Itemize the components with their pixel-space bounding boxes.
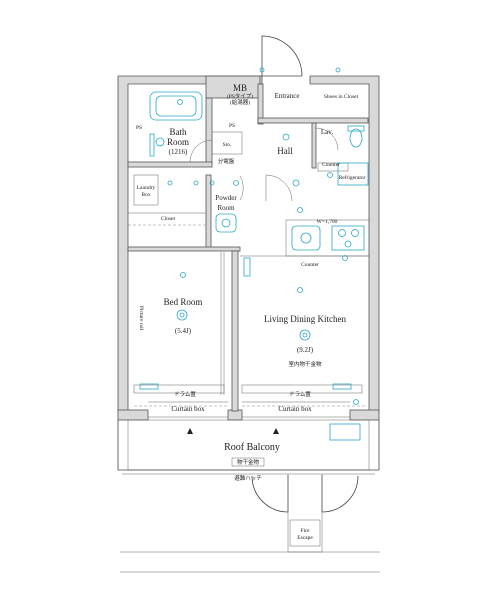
mb-note-2: (給湯器) [230, 98, 250, 106]
lav-label: Lav. [321, 128, 333, 136]
entrance-label: Entrance [275, 92, 300, 100]
hall-label: Hall [277, 146, 293, 156]
shoes-closet-label: Shoes in Closet [324, 94, 359, 100]
outdoor-dryer-label: 物干金物 [237, 458, 260, 466]
toilet-icon [349, 128, 363, 148]
laundry-label-2: Box [141, 192, 150, 198]
balcony [117, 419, 380, 573]
sill-left-label: ドラム置 [174, 391, 196, 398]
windows [133, 384, 365, 434]
ps-mid-label: PS [229, 123, 235, 129]
laundry-label-1: Laundry [137, 185, 156, 191]
room-labels: MB (PSタイプ) (給湯器) Entrance Shoes in Close… [136, 83, 366, 541]
ceiling-light-icon [299, 329, 311, 341]
roof-balcony-label: Roof Balcony [224, 442, 280, 453]
ldk-size-label: (9.2J) [297, 346, 314, 354]
fire-escape-label-1: Fire [301, 528, 310, 534]
hatch-label: 避難ハッチ [234, 474, 262, 482]
powder-room-label-2: Room [217, 204, 235, 212]
stove-icon [331, 225, 365, 251]
curtain-box-left-label: Curtain box [171, 405, 205, 413]
refrigerator-icon [337, 162, 369, 186]
ldk-label: Living Dining Kitchen [264, 314, 346, 324]
curtain-box-right-label: Curtain box [278, 405, 312, 413]
closet-label: Closet [161, 216, 176, 222]
refrigerator-label: Refrigerator [339, 174, 366, 181]
mb-note-1: (PSタイプ) [227, 92, 253, 100]
bed-size-label: (5.4J) [175, 327, 192, 335]
shower-icon [155, 137, 165, 147]
kitchen-counter-label: Counter [301, 262, 319, 268]
sill-right-label: ドラム置 [289, 391, 311, 398]
powder-room-label-1: Powder [215, 194, 237, 202]
width-note: W=1,700 [317, 219, 338, 225]
ceiling-light-icon [176, 309, 188, 321]
sto-label: Sto. [223, 142, 232, 148]
mb-label: MB [233, 83, 247, 93]
bed-room-label: Bed Room [164, 297, 203, 307]
breaker-label: 分電盤 [218, 157, 235, 165]
interior-walls [127, 83, 370, 412]
counter-top-label: Counter [322, 162, 340, 168]
fixtures [139, 67, 369, 405]
doors [189, 35, 359, 513]
fire-escape-label-2: Escape [297, 535, 313, 541]
bath-size-label: (1216) [169, 148, 188, 156]
sink-icon [291, 225, 321, 251]
ps-left-label: PS [136, 125, 142, 131]
bathtub-icon [149, 91, 203, 121]
bath-room-label-1: Bath [170, 127, 187, 137]
indoor-dryer-label: 室内物干金物 [288, 360, 322, 368]
bath-room-label-2: Room [167, 137, 189, 147]
picture-rail-label: Picture rail [138, 306, 144, 331]
washbasin-icon [215, 213, 237, 233]
exterior-walls [117, 75, 380, 421]
